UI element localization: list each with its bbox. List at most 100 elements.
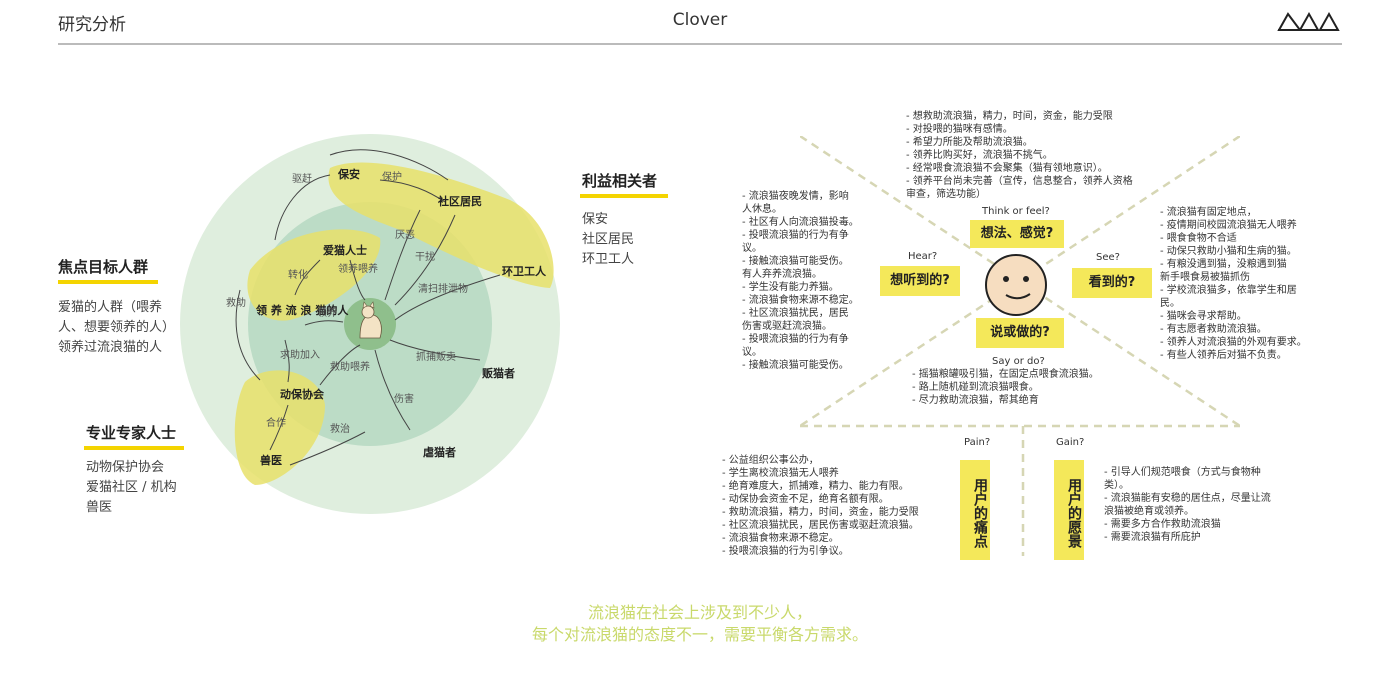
gain-tag: Gain? [1056,437,1084,448]
pain-note: - 流浪猫食物来源不稳定。 [722,532,956,545]
interested-title: 利益相关者 [582,170,657,191]
edge-clean-poop: 清扫排泄物 [418,282,468,295]
think-note: - 希望力所能及帮助流浪猫。 [906,136,1166,149]
node-cat-sellers: 贩猫者 [482,366,515,380]
gain-note: 类）。 [1104,479,1304,492]
hear-note: 议。 [742,242,877,255]
pain-note: - 公益组织公事公办， [722,454,956,467]
do-note: - 摇猫粮罐吸引猫，在固定点喂食流浪猫。 [912,368,1172,381]
edge-cooperate: 合作 [266,416,286,429]
edge-treat: 救治 [330,422,350,435]
edge-catch-sell: 抓捕贩卖 [416,350,456,363]
pain-note: - 投喂流浪猫的行为引争议。 [722,545,956,558]
pain-tag: Pain? [964,437,990,448]
experts-underline [84,446,184,450]
focus-group-title: 焦点目标人群 [58,256,148,277]
see-note: 新手喂食易被猫抓伤 [1160,271,1330,284]
see-notes: - 流浪猫有固定地点， - 疫情期间校园流浪猫无人喂养 - 喂食食物不合适 - … [1160,206,1330,362]
edge-drive-away: 驱赶 [292,172,312,185]
interested-line: 社区居民 [582,230,634,250]
experts-list: 动物保护协会 爱猫社区 / 机构 兽医 [86,458,177,518]
gain-note: - 需要多方合作救助流浪猫 [1104,518,1304,531]
experts-line: 爱猫社区 / 机构 [86,478,177,498]
see-note: - 有志愿者救助流浪猫。 [1160,323,1330,336]
header-divider [58,43,1342,45]
gain-note: - 需要流浪猫有所庇护 [1104,531,1304,544]
edge-assist-adopt: 求助加入 [280,348,320,361]
hear-note: - 接触流浪猫可能受伤。 [742,359,877,372]
see-note: 民。 [1160,297,1330,310]
experts-line: 兽医 [86,498,177,518]
see-note: - 猫咪会寻求帮助。 [1160,310,1330,323]
hear-note: 人休息。 [742,203,877,216]
node-vet: 兽医 [260,453,282,467]
footer-line-2: 每个对流浪猫的态度不一，需要平衡各方需求。 [0,624,1400,646]
think-note: - 领养比购买好，流浪猫不挑气。 [906,149,1166,162]
brand-logo-icon [1276,10,1342,34]
hear-note: - 流浪猫食物来源不稳定。 [742,294,877,307]
edge-rescue-feed: 救助喂养 [330,360,370,373]
see-tag: See? [1096,252,1120,263]
pain-note: - 救助流浪猫，精力，时间，资金，能力受限 [722,506,956,519]
hear-note: 伤害或驱赶流浪猫。 [742,320,877,333]
do-label: 说或做的? [976,318,1064,348]
gain-note: - 引导人们规范喂食（方式与食物种 [1104,466,1304,479]
pain-notes: - 公益组织公事公办， - 学生离校流浪猫无人喂养 - 绝育难度大，抓捕难，精力… [722,454,956,558]
see-note: - 有些人领养后对猫不负责。 [1160,349,1330,362]
gain-note: 浪猫被绝育或领养。 [1104,505,1304,518]
think-note: - 经常喂食流浪猫不会聚集（猫有领地意识）。 [906,162,1166,175]
hear-note: 有人弃养流浪猫。 [742,268,877,281]
hear-note: - 社区有人向流浪猫投毒。 [742,216,877,229]
hear-note: - 社区流浪猫扰民，居民 [742,307,877,320]
think-label: 想法、感觉? [970,220,1064,248]
hear-note: - 接触流浪猫可能受伤。 [742,255,877,268]
see-note: - 喂食食物不合适 [1160,232,1330,245]
brand-name: Clover [0,10,1400,30]
do-notes: - 摇猫粮罐吸引猫，在固定点喂食流浪猫。 - 路上随机碰到流浪猫喂食。 - 尽力… [912,368,1172,407]
see-label: 看到的? [1072,268,1152,298]
focus-group-line: 人、想要领养的人） [58,318,175,338]
focus-group-list: 爱猫的人群（喂养 人、想要领养的人） 领养过流浪猫的人 [58,298,175,358]
think-note: - 对投喂的猫咪有感情。 [906,123,1166,136]
edge-disgust: 厌恶 [395,229,415,241]
see-note: - 动保只救助小猫和生病的猫。 [1160,245,1330,258]
see-note: - 有粮没遇到猫，没粮遇到猫 [1160,258,1330,271]
edge-rescue: 救助 [226,296,246,309]
pain-label: 用户的痛点 [960,460,990,560]
divider-vertical [1018,426,1028,556]
see-note: - 学校流浪猫多，依靠学生和居 [1160,284,1330,297]
edge-convert: 转化 [288,268,308,281]
node-cat-lovers: 爱猫人士 [323,243,367,257]
node-sanitation: 环卫工人 [502,264,547,278]
node-residents: 社区居民 [437,194,482,208]
do-tag: Say or do? [992,356,1045,367]
hear-note: - 流浪猫夜晚发情，影响 [742,190,877,203]
do-note: - 尽力救助流浪猫，帮其绝育 [912,394,1172,407]
see-note: - 流浪猫有固定地点， [1160,206,1330,219]
hear-note: - 学生没有能力养猫。 [742,281,877,294]
gain-label: 用户的愿景 [1054,460,1084,560]
node-abusers: 虐猫者 [423,445,456,459]
interested-list: 保安 社区居民 环卫工人 [582,210,634,270]
pain-note: - 动保协会资金不足，绝育名额有限。 [722,493,956,506]
edge-feed: 领养喂养 [338,262,378,275]
focus-group-line: 爱猫的人群（喂养 [58,298,175,318]
edge-harm: 伤害 [394,392,414,405]
edge-protect: 保护 [382,170,402,183]
think-notes: - 想救助流浪猫，精力，时间，资金，能力受限 - 对投喂的猫咪有感情。 - 希望… [906,110,1166,201]
think-tag: Think or feel? [982,206,1050,217]
think-note: - 想救助流浪猫，精力，时间，资金，能力受限 [906,110,1166,123]
interested-underline [580,194,668,198]
hear-note: - 投喂流浪猫的行为有争 [742,333,877,346]
stakeholder-diagram: 保安 社区居民 环卫工人 爱猫人士 领 养 流 浪 猫的人 动保协会 兽医 贩猫… [180,120,570,530]
experts-title: 专业专家人士 [86,422,176,443]
gain-note: - 流浪猫能有安稳的居住点，尽量让流 [1104,492,1304,505]
see-note: - 领养人对流浪猫的外观有要求。 [1160,336,1330,349]
focus-group-line: 领养过流浪猫的人 [58,338,175,358]
see-note: - 疫情期间校园流浪猫无人喂养 [1160,219,1330,232]
hear-note: 议。 [742,346,877,359]
interested-line: 保安 [582,210,634,230]
edge-interfere: 干扰 [415,250,435,263]
node-animal-protection: 动保协会 [280,387,325,401]
do-note: - 路上随机碰到流浪猫喂食。 [912,381,1172,394]
